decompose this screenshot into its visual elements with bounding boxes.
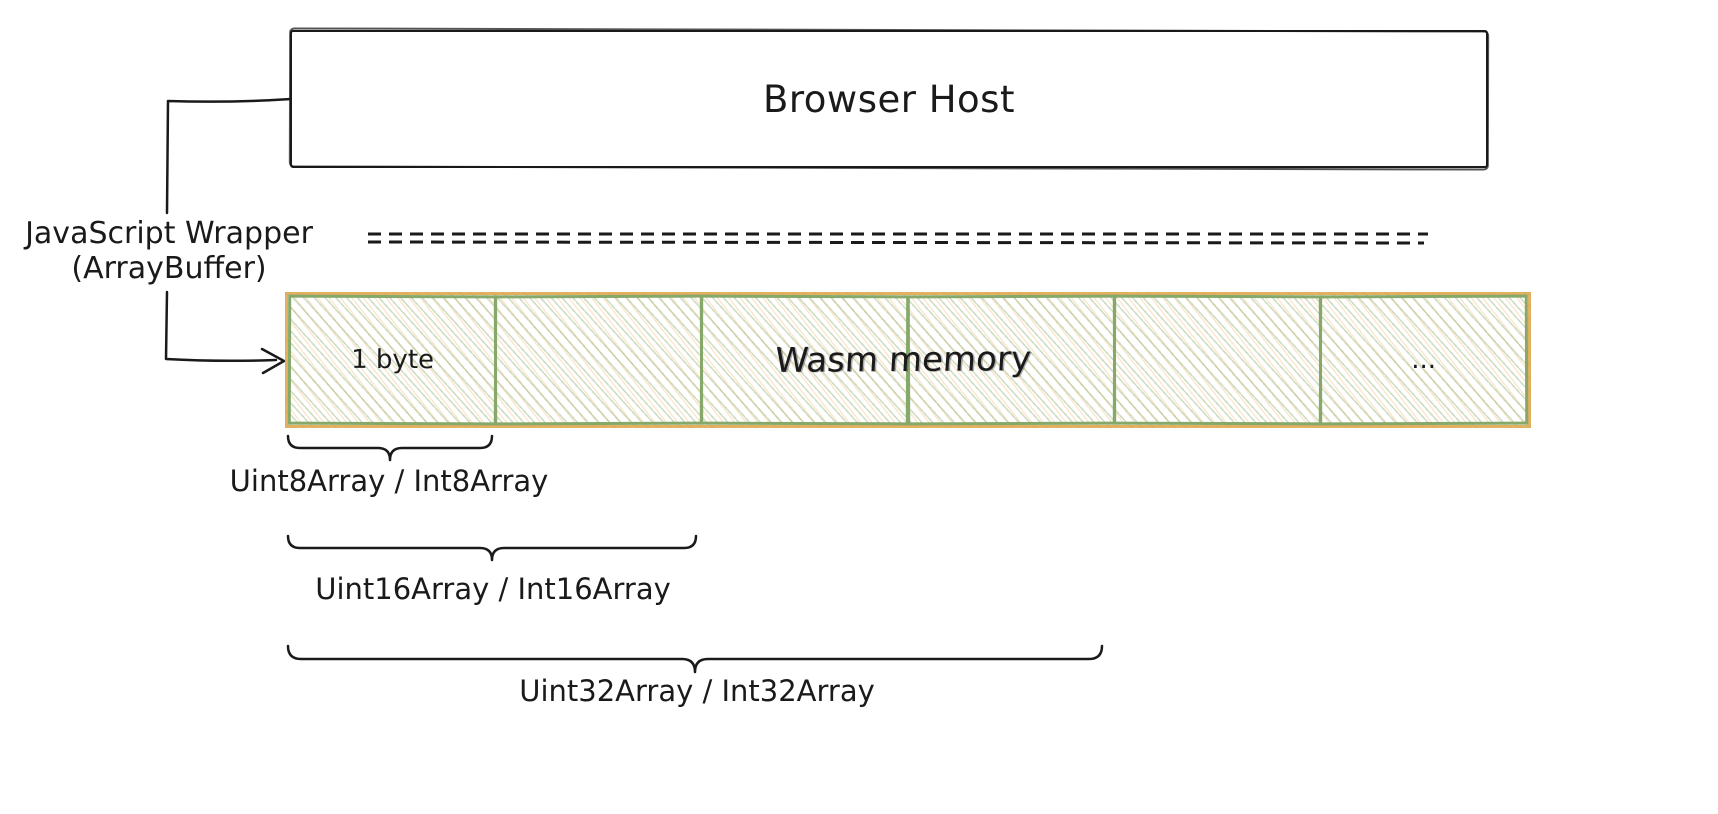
memory-cell-1: 1 byte [287,294,498,426]
brace-uint16 [286,534,698,562]
memory-cell-6-label: ... [1410,344,1436,376]
js-wrapper-label-line1: JavaScript Wrapper [25,216,313,251]
memory-cell-2 [493,294,704,426]
host-to-wrapper-line [165,97,293,215]
browser-host-box: Browser Host [290,30,1488,168]
uint8array-int8array-label: Uint8Array / Int8Array [229,464,549,498]
uint16array-int16array-label: Uint16Array / Int16Array [315,572,671,606]
arrowhead-icon [260,347,286,375]
wrapper-to-memory-line [164,290,278,363]
memory-cell-1-label: 1 byte [351,344,435,376]
memory-cell-4 [906,294,1116,426]
brace-uint32 [286,644,1104,674]
wasm-memory-row: 1 byte ... Wasm memory [285,292,1531,428]
js-wrapper-label-line2: (ArrayBuffer) [71,251,267,287]
uint32array-int32array-label: Uint32Array / Int32Array [519,674,875,708]
memory-cell-6: ... [1318,294,1529,426]
brace-uint8 [286,434,494,462]
separator-dashed-line-bottom [367,240,1425,245]
js-wrapper-label: JavaScript Wrapper (ArrayBuffer) [0,216,338,287]
memory-cell-3 [700,294,910,426]
browser-host-title: Browser Host [763,77,1015,121]
memory-cell-5 [1112,294,1323,426]
